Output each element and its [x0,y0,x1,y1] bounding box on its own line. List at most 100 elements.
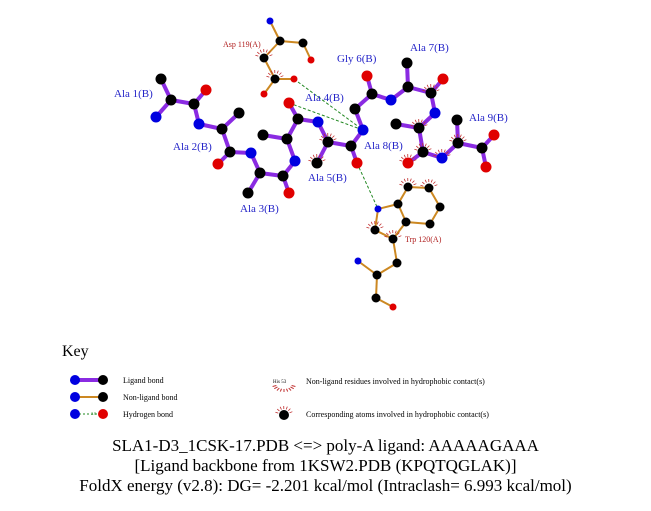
nitrogen-atom [312,116,324,128]
nitrogen-atom [354,257,362,265]
hydrophobic-contact-mark [320,156,324,160]
hydrophobic-contact-mark [414,119,417,123]
key-nonligand-bond-label: Non-ligand bond [123,393,178,402]
key-hbond-distance: 3.0 [91,411,96,416]
hydrophobic-contact-mark [411,121,415,125]
hydrophobic-contact-mark [396,232,400,236]
oxygen-atom [402,157,414,169]
carbon-atom [155,73,167,85]
oxygen-atom [283,97,295,109]
hydrophobic-contact-mark [449,139,453,142]
key-nitrogen-atom [70,392,80,402]
key-hydrophobic-atom-mark [276,408,280,412]
oxygen-atom [361,70,373,82]
hydrophobic-contact-mark [267,51,271,55]
carbon-atom [425,87,437,99]
hydrophobic-contact-mark [322,159,326,162]
key-title: Key [62,343,89,360]
key-hydrophobic-atom-mark [279,406,282,410]
hydrophobic-contact-mark [434,86,438,90]
nitrogen-atom [289,155,301,167]
key-hydrophobic-residue-label: Non-ligand residues involved in hydropho… [306,377,485,386]
key-hydrophobic-atom-mark [275,411,279,414]
carbon-atom [451,114,463,126]
carbon-atom [257,129,269,141]
nitrogen-atom [193,118,205,130]
hydrophobic-contact-mark [447,154,451,157]
oxygen-atom [260,90,268,98]
carbon-atom [403,182,413,192]
oxygen-atom [389,303,397,311]
key-hydrophobic-residue-icon [286,388,289,392]
hydrogen-bond [288,102,364,131]
hydrophobic-contact-mark [398,235,402,238]
hydrophobic-contact-mark [450,136,454,140]
key-hydrophobic-atoms-label: Corresponding atoms involved in hydropho… [306,410,489,419]
hydrophobic-contact-mark [376,221,379,225]
key-hydrogen-bond-label: Hydrogen bond [123,410,173,419]
hydrophobic-contact-mark [331,135,335,139]
carbon-atom [254,167,266,179]
hydrophobic-contact-mark [415,145,419,149]
key-hydrophobic-atom-mark [285,406,288,410]
carbon-atom [281,133,293,145]
oxygen-atom [351,157,363,169]
hydrophobic-contact-mark [399,183,403,186]
carbon-atom [165,94,177,106]
hydrophobic-contact-mark [256,51,260,55]
hydrophobic-contact-mark [308,159,312,162]
hydrophobic-contact-mark [418,143,421,147]
hydrogen-bond [356,162,379,210]
key-hydrophobic-sample-label: His 53 [273,380,287,385]
carbon-atom [292,113,304,125]
hydrophobic-contact-mark [267,72,271,76]
nitrogen-atom [357,124,369,136]
carbon-atom [216,123,228,135]
hydrophobic-contact-mark [259,49,262,53]
carbon-atom [417,146,429,158]
nitrogen-atom [374,205,382,213]
residue-label-ala1: Ala 1(B) [114,88,153,100]
residue-label-ala7: Ala 7(B) [410,42,449,54]
key-nitrogen-atom [70,375,80,385]
hydrophobic-contact-mark [403,154,406,158]
residue-label-ala5: Ala 5(B) [308,172,347,184]
carbon-atom [452,137,464,149]
hydrophobic-contact-mark [426,145,430,149]
hydrophobic-contact-mark [384,235,388,238]
carbon-atom [275,36,285,46]
key-hydrophobic-residue-icon [290,386,294,390]
hydrophobic-contact-mark [411,180,415,184]
oxygen-atom [290,75,298,83]
hydrophobic-contact-mark [380,226,384,229]
hydrophobic-contact-mark [430,179,433,183]
carbon-atom [349,103,361,115]
carbon-atom [401,57,413,69]
hydrophobic-contact-mark [432,181,436,185]
hydrophobic-contact-mark [385,232,389,236]
residue-label-trp120: Trp 120(A) [405,235,442,244]
hydrophobic-contact-mark [276,70,279,74]
nitrogen-atom [429,107,441,119]
hydrophobic-contact-mark [319,138,323,141]
carbon-atom [393,199,403,209]
carbon-atom [345,140,357,152]
carbon-atom [311,157,323,169]
carbon-atom [277,170,289,182]
hydrophobic-contact-mark [420,119,423,123]
key-hydrophobic-residue-icon [276,387,280,391]
nitrogen-atom [245,147,257,159]
hydrophobic-contact-mark [400,156,404,160]
hydrophobic-contact-mark [399,159,403,162]
hydrophobic-contact-mark [443,149,446,153]
nitrogen-atom [385,94,397,106]
hydrophobic-contact-mark [410,124,414,127]
hydrophobic-contact-mark [378,223,382,227]
hydrophobic-contact-mark [432,84,435,88]
hydrophobic-contact-mark [411,156,415,160]
hydrophobic-contact-mark [461,136,465,140]
hydrophobic-contact-mark [255,54,259,57]
hydrophobic-contact-mark [413,159,417,162]
hydrophobic-contact-mark [414,148,418,151]
